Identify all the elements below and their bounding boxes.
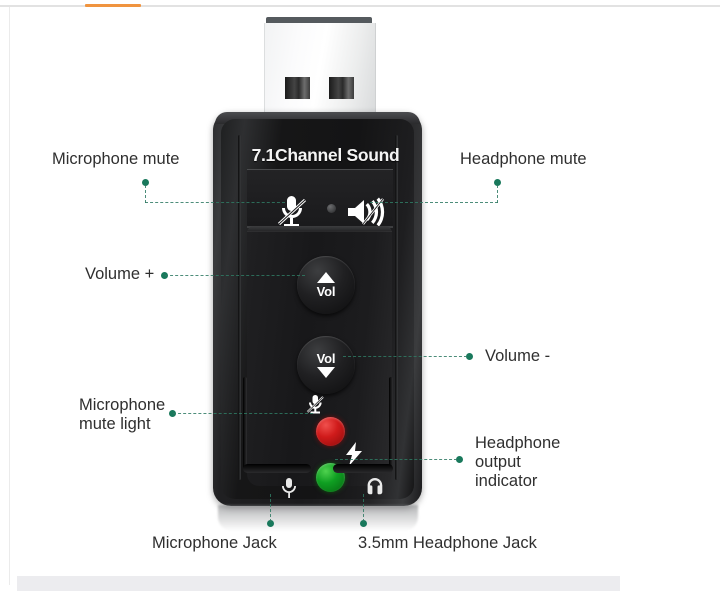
panel-bottom-cutout: [333, 464, 393, 473]
callout-headphone-output-indicator: Headphone output indicator: [475, 434, 561, 490]
brand-separator: [247, 169, 393, 170]
device-front-face: 7.1Channel Sound: [221, 119, 414, 499]
usb-connector-shell: [264, 23, 376, 117]
volume-down-button-label: Vol: [316, 351, 336, 366]
microphone-mute-icon: [276, 194, 308, 228]
usb-contact-slot: [329, 77, 354, 99]
headphone-jack-icon: [366, 477, 384, 499]
volume-up-button-label: Vol: [316, 284, 336, 299]
red-led: [316, 417, 345, 446]
leader-line: [497, 185, 498, 203]
leader-line: [370, 202, 498, 203]
leader-line: [363, 494, 364, 522]
leader-line: [335, 459, 457, 460]
callout-dot-microphone-mute-light: [169, 410, 176, 417]
callout-volume-down: Volume -: [485, 347, 551, 365]
panel-bottom-cutout: [243, 464, 311, 473]
microphone-mute-small-icon: [306, 394, 325, 414]
device-reflection: [218, 505, 418, 531]
callout-microphone-jack: Microphone Jack: [152, 534, 277, 552]
lightning-bolt-icon: [344, 442, 364, 466]
device-side-groove: [395, 135, 398, 480]
triangle-up-icon: [317, 272, 335, 283]
leader-line: [145, 202, 285, 203]
device-brand-label: 7.1Channel Sound: [251, 145, 400, 165]
bottom-panel-strip: [17, 576, 620, 591]
top-divider-rule: [0, 5, 720, 7]
leader-line: [173, 413, 313, 414]
triangle-down-icon: [317, 367, 335, 378]
leader-line: [343, 356, 467, 357]
callout-microphone-mute: Microphone mute: [52, 150, 180, 168]
callout-dot-volume-down: [466, 353, 473, 360]
speaker-mute-icon: [346, 197, 386, 227]
callout-dot-headphone-output-indicator: [456, 456, 463, 463]
callout-dot-headphone-jack: [360, 520, 367, 527]
callout-dot-volume-up: [161, 272, 168, 279]
usb-connector: [264, 17, 376, 117]
device-side-groove: [238, 135, 241, 480]
usb-sound-adapter-device: 7.1Channel Sound: [213, 112, 422, 506]
leader-line: [270, 494, 271, 522]
callout-microphone-mute-light: Microphone mute light: [79, 396, 166, 433]
callout-dot-microphone-mute: [142, 179, 149, 186]
volume-up-button[interactable]: Vol: [297, 256, 355, 314]
callout-headphone-mute: Headphone mute: [460, 150, 587, 168]
panel-rail: [389, 377, 393, 469]
callout-dot-headphone-mute: [494, 179, 501, 186]
leader-line: [165, 275, 305, 276]
top-accent-bar: [85, 4, 141, 7]
callout-headphone-jack: 3.5mm Headphone Jack: [358, 534, 537, 552]
callout-volume-up: Volume +: [85, 265, 155, 283]
callout-dot-microphone-jack: [267, 520, 274, 527]
usb-connector-top-edge: [266, 17, 372, 24]
status-led-small-icon: [327, 204, 336, 213]
leader-line: [145, 185, 146, 203]
left-divider-rule: [9, 7, 10, 585]
inner-panel-top-edge: [247, 226, 392, 233]
microphone-jack-icon: [280, 477, 298, 499]
usb-contact-slot: [285, 77, 310, 99]
volume-down-button[interactable]: Vol: [297, 336, 355, 394]
panel-rail: [243, 377, 247, 469]
